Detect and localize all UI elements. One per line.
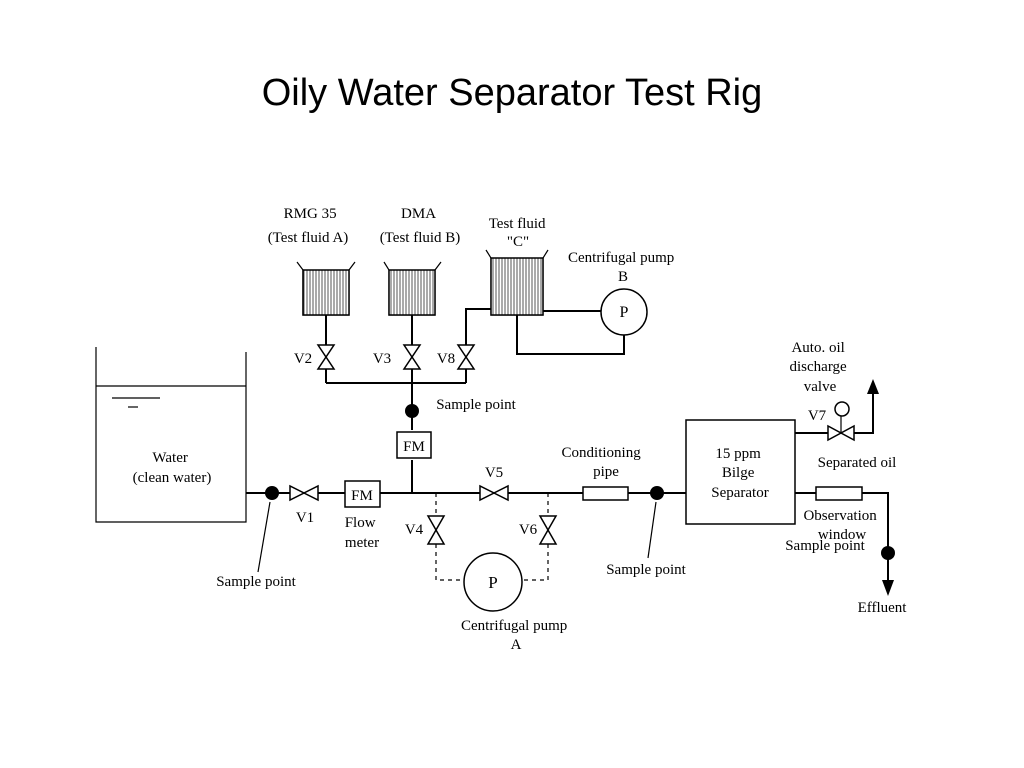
sample-point-left (265, 486, 279, 500)
water-tank-label: Water (clean water) (133, 450, 212, 486)
valve-v4: V4 (405, 515, 446, 545)
svg-text:V8: V8 (437, 351, 455, 367)
separated-oil-label: Separated oil (818, 455, 897, 471)
water-tank: Water (clean water) (95, 347, 247, 523)
svg-text:V3: V3 (373, 351, 391, 367)
conditioning-pipe: Conditioning pipe (562, 445, 645, 501)
svg-text:V1: V1 (296, 510, 314, 526)
bilge-separator-label: 15 ppm Bilge Separator (711, 446, 768, 501)
effluent-label: Effluent (858, 600, 908, 616)
valve-v2: V2 (294, 344, 336, 370)
valve-v1: V1 (289, 484, 319, 526)
pump-a-label: Centrifugal pump A (461, 618, 571, 653)
svg-text:FM: FM (403, 439, 425, 455)
pump-a-bypass (435, 493, 549, 581)
observation-window-label: Observation window (803, 508, 880, 543)
svg-text:V4: V4 (405, 522, 424, 538)
bilge-separator: 15 ppm Bilge Separator (685, 419, 796, 525)
conditioning-pipe-label: Conditioning pipe (562, 445, 645, 480)
valve-v7: V7 (808, 401, 855, 442)
fluid-a-tank: RMG 35 (Test fluid A) (268, 206, 356, 316)
sample-point-middle-label: Sample point (606, 562, 686, 578)
flow-meter-main: FM Flow meter (344, 480, 381, 551)
flow-meter-label: Flow meter (345, 515, 380, 551)
pump-b (600, 288, 648, 336)
svg-text:V6: V6 (519, 522, 538, 538)
oil-discharge-line (795, 379, 879, 434)
slide-title: Oily Water Separator Test Rig (261, 72, 763, 114)
sample-point-upper-label: Sample point (436, 397, 516, 413)
svg-text:P: P (488, 573, 497, 592)
svg-text:V2: V2 (294, 351, 312, 367)
fluid-b-tank: DMA (Test fluid B) (380, 206, 461, 316)
flow-meter-upper: FM (396, 431, 432, 459)
fluid-b-label: DMA (Test fluid B) (380, 206, 461, 246)
svg-text:V7: V7 (808, 408, 827, 424)
sample-point-right-label: Sample point (785, 538, 865, 554)
fluid-c-label: Test fluid "C" (489, 216, 550, 250)
observation-window: Observation window (803, 486, 880, 543)
pump-b-circuit: P Centrifugal pump B (516, 250, 678, 355)
svg-text:FM: FM (351, 488, 373, 504)
auto-oil-valve-label: Auto. oil discharge valve (790, 340, 851, 395)
fluid-c-tank: Test fluid "C" (485, 216, 550, 316)
fluid-a-label: RMG 35 (Test fluid A) (268, 206, 349, 246)
valve-v3: V3 (373, 344, 422, 370)
pump-b-symbol: P (620, 304, 629, 321)
svg-text:V5: V5 (485, 465, 503, 481)
valve-v5: V5 (479, 465, 509, 502)
sample-point-middle (650, 486, 664, 500)
sample-point-upper (405, 404, 419, 418)
pump-a: P Centrifugal pump A (461, 552, 571, 653)
sample-point-left-label: Sample point (216, 574, 296, 590)
valve-v8: V8 (437, 344, 476, 370)
sample-point-right (881, 546, 895, 560)
pump-b-label: Centrifugal pump B (568, 250, 678, 285)
valve-v6: V6 (519, 515, 558, 545)
